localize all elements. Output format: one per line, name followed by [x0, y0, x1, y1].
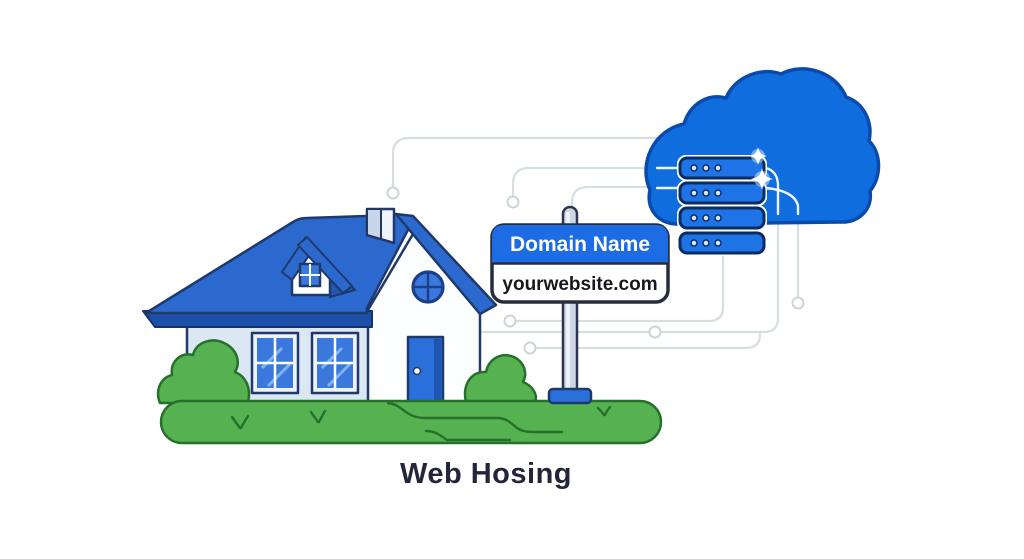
round-window — [411, 270, 445, 304]
roof-right-slope — [394, 212, 498, 316]
dormer-right-eave — [296, 235, 354, 295]
trace-lower — [534, 332, 762, 350]
chimney-left-face — [366, 208, 382, 241]
cloud-trace — [764, 166, 780, 216]
window-cross — [257, 338, 293, 388]
cloud-hosting — [644, 67, 881, 256]
server-unit-1 — [678, 156, 766, 180]
garden-steps-edge-2 — [424, 429, 512, 442]
window-glare — [260, 346, 292, 388]
door-side-shade — [434, 339, 441, 400]
left-bush — [156, 339, 251, 405]
trace-cloud-to-node — [659, 214, 780, 334]
round-window-cross — [413, 272, 443, 302]
domain-sign: Domain Name yourwebsite.com — [490, 205, 670, 405]
front-door — [406, 335, 445, 404]
sparkle-icon — [749, 147, 773, 190]
server-unit-2 — [678, 181, 766, 205]
window-glare — [320, 346, 352, 388]
cloud-inner-traces — [655, 166, 800, 216]
sign-post-base — [547, 387, 593, 405]
sign-header-band — [492, 225, 668, 264]
trace-house-to-cloud — [391, 136, 702, 189]
trace-node — [523, 341, 537, 355]
trace-sign-to-servers — [514, 250, 725, 323]
cloud-trace — [764, 186, 800, 216]
server-stack-icon — [677, 147, 773, 256]
chimney — [365, 207, 396, 245]
grass-tuft — [309, 409, 327, 424]
caption: Web Hosing — [400, 458, 572, 490]
trace-node — [791, 296, 805, 310]
sparkle-star — [749, 147, 767, 165]
right-bush — [463, 354, 538, 404]
garden-steps-edge-1 — [386, 401, 564, 434]
connection-traces — [386, 136, 805, 355]
trace-to-cloud-2 — [511, 166, 687, 198]
trace-node — [503, 314, 517, 328]
grass-tuft — [596, 405, 612, 417]
trace-node — [386, 186, 400, 200]
dormer-window-cross — [300, 264, 320, 286]
window-left-2 — [310, 331, 360, 395]
trace-node — [506, 195, 520, 209]
landscape — [156, 339, 663, 445]
sign-header-label: Domain Name — [510, 233, 650, 256]
window-cross — [317, 338, 353, 388]
sparkle-star — [751, 168, 773, 190]
sign-domain-label: yourwebsite.com — [502, 274, 657, 295]
server-unit-4 — [678, 231, 766, 255]
grass-tuft — [230, 414, 250, 430]
trace-sign-to-cloud — [570, 185, 687, 218]
trace-node — [648, 325, 662, 339]
server-unit-3 — [678, 206, 766, 230]
door-knob — [412, 366, 422, 376]
window-left-1 — [250, 331, 300, 395]
dormer — [280, 235, 357, 299]
server-led-dots — [690, 164, 722, 247]
